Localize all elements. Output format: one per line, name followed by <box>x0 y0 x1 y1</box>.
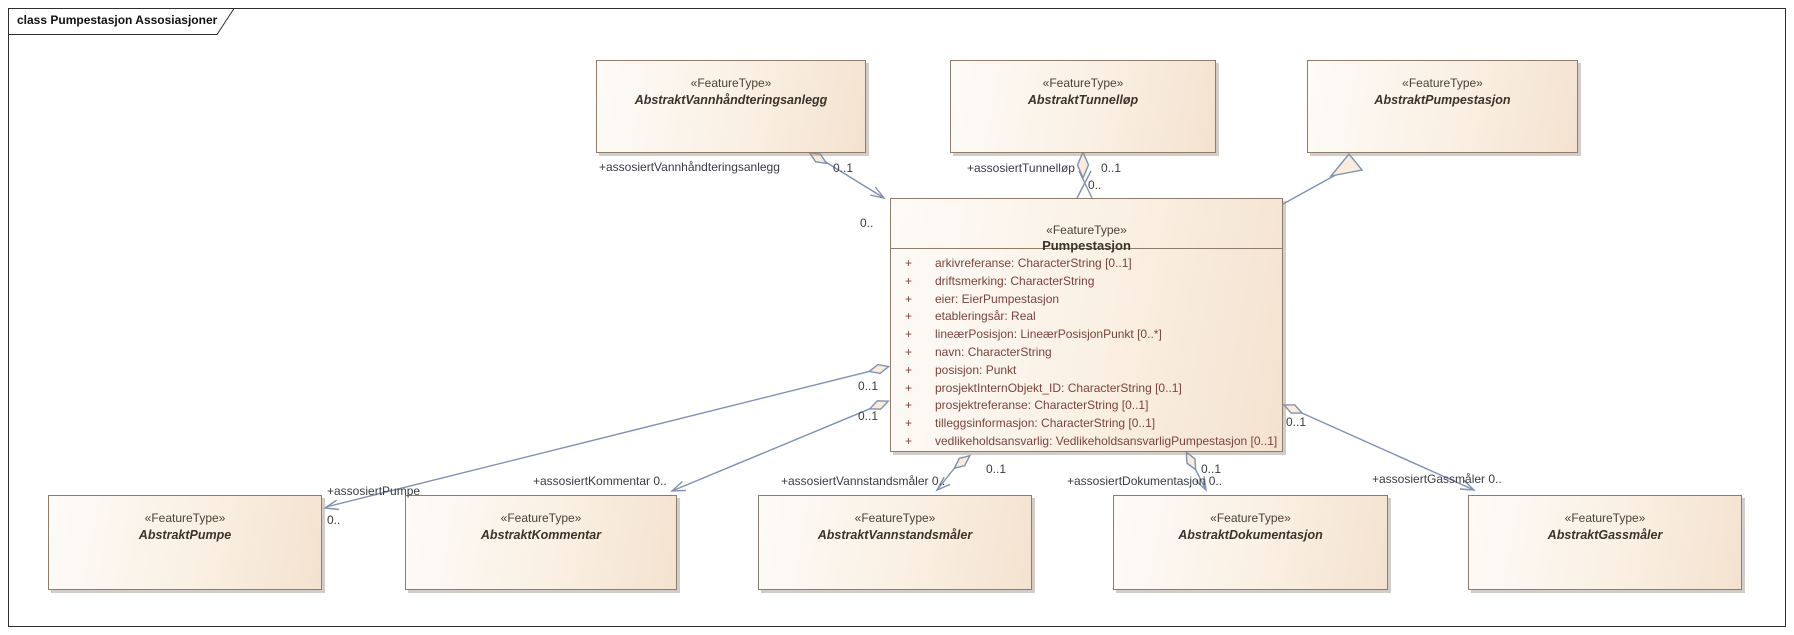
multiplicity-tunnellop-target: 0.. <box>1088 178 1102 192</box>
class-header: «FeatureType» Pumpestasjon <box>891 199 1282 253</box>
multiplicity-tunnellop-source: 0..1 <box>1101 161 1122 175</box>
stereotype-label: «FeatureType» <box>1210 511 1291 525</box>
role-assosiertPumpe: +assosiertPumpe <box>327 484 421 498</box>
role-assosiertTunnellop: +assosiertTunnelløp <box>967 161 1075 175</box>
stereotype-label: «FeatureType» <box>1046 223 1127 237</box>
class-name: AbstraktKommentar <box>480 528 602 542</box>
class-abstrakt-vannhandteringsanlegg[interactable]: «FeatureType» AbstraktVannhåndteringsanl… <box>596 60 866 153</box>
class-name: AbstraktPumpestasjon <box>1374 93 1511 107</box>
stereotype-label: «FeatureType» <box>690 76 772 90</box>
attribute-row: +vedlikeholdsansvarlig: Vedlikeholdsansv… <box>905 433 1278 448</box>
class-abstrakt-gassmaler[interactable]: «FeatureType» AbstraktGassmåler <box>1468 495 1742 590</box>
role-assosiertDokumentasjon: +assosiertDokumentasjon 0.. <box>1067 474 1223 488</box>
attribute-row: +etableringsår: Real <box>905 309 1036 324</box>
multiplicity-pumpe-source: 0..1 <box>858 379 879 393</box>
stereotype-label: «FeatureType» <box>500 511 582 525</box>
class-name: AbstraktGassmåler <box>1547 528 1663 542</box>
multiplicity-vannhandteringsanlegg-source: 0..1 <box>833 161 854 175</box>
attribute-row: +driftsmerking: CharacterString <box>905 273 1095 288</box>
multiplicity-pumpe-target: 0.. <box>327 513 341 527</box>
attribute-row: +arkivreferanse: CharacterString [0..1] <box>905 256 1132 270</box>
role-assosiertVannhandteringsanlegg: +assosiertVannhåndteringsanlegg <box>599 160 780 174</box>
attribute-row: +posisjon: Punkt <box>905 362 1017 377</box>
multiplicity-gassmaler-source: 0..1 <box>1286 415 1307 429</box>
stereotype-label: «FeatureType» <box>144 511 226 525</box>
attribute-row: +lineærPosisjon: LineærPosisjonPunkt [0.… <box>905 327 1162 342</box>
attribute-row: +navn: CharacterString <box>905 344 1052 359</box>
attribute-compartment: +arkivreferanse: CharacterString [0..1] … <box>891 249 1282 452</box>
class-abstrakt-dokumentasjon[interactable]: «FeatureType» AbstraktDokumentasjon <box>1113 495 1388 590</box>
multiplicity-vannstandsmaler-source: 0..1 <box>986 462 1007 476</box>
attribute-row: +prosjektreferanse: CharacterString [0..… <box>905 398 1149 413</box>
class-name: AbstraktVannstandsmåler <box>817 528 973 542</box>
class-name: AbstraktTunnelløp <box>1027 93 1139 107</box>
attribute-row: +prosjektInternObjekt_ID: CharacterStrin… <box>905 380 1182 395</box>
stereotype-label: «FeatureType» <box>1564 511 1646 525</box>
class-name: AbstraktDokumentasjon <box>1178 528 1323 542</box>
class-abstrakt-pumpestasjon[interactable]: «FeatureType» AbstraktPumpestasjon <box>1307 60 1578 153</box>
multiplicity-vannhandteringsanlegg-target: 0.. <box>860 216 874 230</box>
class-abstrakt-tunnellop[interactable]: «FeatureType» AbstraktTunnelløp <box>950 60 1216 153</box>
class-pumpestasjon[interactable]: «FeatureType» Pumpestasjon +arkivreferan… <box>890 198 1283 452</box>
role-assosiertGassmaler: +assosiertGassmåler 0.. <box>1372 472 1502 486</box>
role-assosiertVannstandsmaler: +assosiertVannstandsmåler 0.. <box>781 474 946 488</box>
class-name: AbstraktPumpe <box>138 528 232 542</box>
class-abstrakt-vannstandsmaler[interactable]: «FeatureType» AbstraktVannstandsmåler <box>758 495 1032 590</box>
role-assosiertKommentar: +assosiertKommentar 0.. <box>533 474 667 488</box>
class-name: AbstraktVannhåndteringsanlegg <box>634 93 828 107</box>
stereotype-label: «FeatureType» <box>854 511 936 525</box>
class-abstrakt-pumpe[interactable]: «FeatureType» AbstraktPumpe <box>48 495 322 590</box>
stereotype-label: «FeatureType» <box>1042 76 1124 90</box>
attribute-row: +tilleggsinformasjon: CharacterString [0… <box>905 416 1156 431</box>
multiplicity-dokumentasjon-source: 0..1 <box>1201 462 1222 476</box>
diagram-frame <box>8 8 1786 627</box>
class-abstrakt-kommentar[interactable]: «FeatureType» AbstraktKommentar <box>405 495 677 590</box>
class-name: Pumpestasjon <box>1042 238 1131 253</box>
diagram-frame-title: class Pumpestasjon Assosiasjoner <box>17 13 218 27</box>
stereotype-label: «FeatureType» <box>1402 76 1483 90</box>
multiplicity-kommentar-source: 0..1 <box>858 409 879 423</box>
attribute-row: +eier: EierPumpestasjon <box>905 291 1060 306</box>
